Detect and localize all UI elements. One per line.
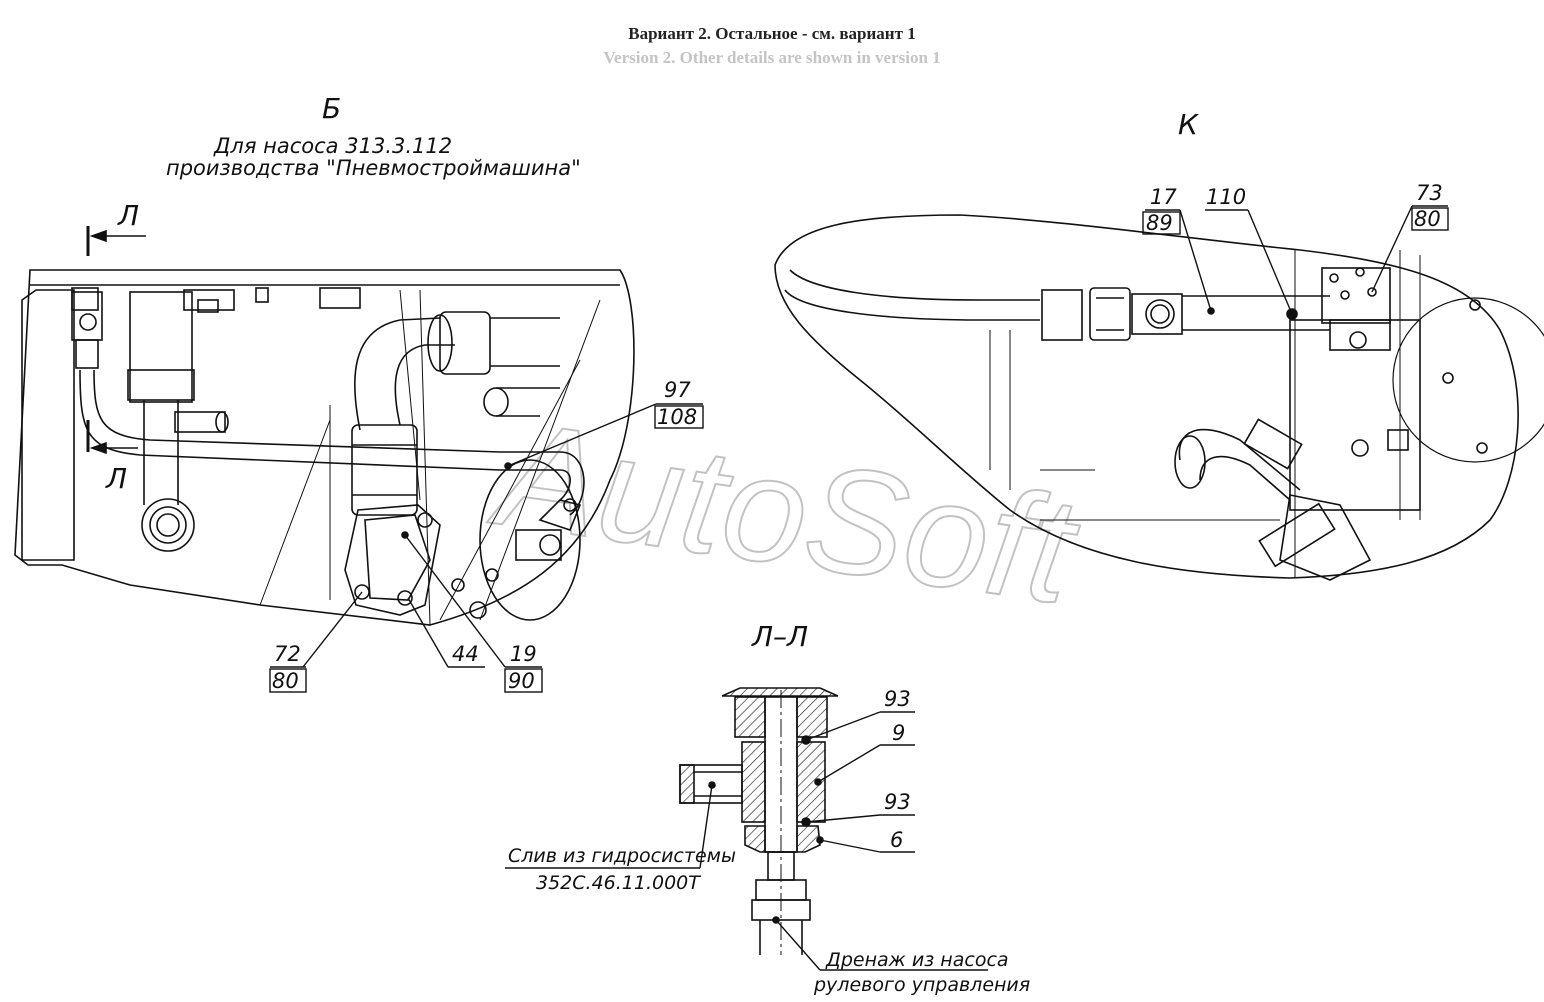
view-b: Б Для насоса 313.3.112 производства "Пне… <box>14 92 635 626</box>
callout-19-90: 19 90 <box>404 534 543 693</box>
callout-93b: 93 <box>805 790 915 823</box>
callout-6-label: 6 <box>890 828 903 852</box>
view-b-label: Б <box>322 92 341 125</box>
note-drain-system: Слив из гидросистемы 352С.46.11.000Т <box>505 784 736 894</box>
note-drain-pump-line2: рулевого управления <box>813 974 1030 996</box>
view-b-note-line1: Для насоса 313.3.112 <box>213 134 452 158</box>
callout-44-label: 44 <box>452 642 479 666</box>
callout-97: 97 <box>664 378 691 402</box>
view-k-label: К <box>1178 108 1199 141</box>
note-drain-system-line1: Слив из гидросистемы <box>508 845 736 867</box>
callout-9: 9 <box>817 721 915 783</box>
callout-72-80: 72 80 <box>269 591 363 693</box>
section-mark-top: Л <box>86 199 146 256</box>
callout-110-label: 110 <box>1206 185 1246 209</box>
callout-90: 90 <box>508 669 535 693</box>
section-mark-bottom-label: Л <box>105 462 127 495</box>
section-mark-top-label: Л <box>117 199 139 232</box>
section-ll-label: Л–Л <box>751 620 808 653</box>
callout-93a: 93 <box>805 687 915 741</box>
callout-17-89: 17 89 <box>1142 185 1212 312</box>
callout-72: 72 <box>274 642 301 666</box>
callout-73-80: 73 80 <box>1371 181 1449 293</box>
view-b-note-line2: производства "Пневмостроймашина" <box>166 156 581 180</box>
header-title-ru: Вариант 2. Остальное - см. вариант 1 <box>628 24 916 43</box>
note-drain-pump: Дренаж из насоса рулевого управления <box>775 919 1030 996</box>
callout-73: 73 <box>1416 181 1443 205</box>
callout-6: 6 <box>819 828 915 853</box>
callout-17: 17 <box>1150 185 1177 209</box>
section-ll: Л–Л <box>679 620 839 955</box>
callout-110: 110 <box>1205 185 1293 315</box>
callout-93a-label: 93 <box>884 687 911 711</box>
callout-97-108: 97 108 <box>507 378 704 467</box>
callout-9-label: 9 <box>892 721 905 745</box>
view-k: К <box>774 108 1544 581</box>
note-drain-pump-line1: Дренаж из насоса <box>825 949 1009 971</box>
callout-44: 44 <box>407 597 485 668</box>
callout-89: 89 <box>1146 211 1173 235</box>
note-drain-system-line2: 352С.46.11.000Т <box>536 872 701 894</box>
callout-19: 19 <box>510 642 537 666</box>
section-mark-bottom: Л <box>86 420 138 495</box>
callout-93b-label: 93 <box>884 790 911 814</box>
callout-80a: 80 <box>272 669 299 693</box>
header-title-en: Version 2. Other details are shown in ve… <box>603 48 941 67</box>
callout-80b: 80 <box>1414 207 1441 231</box>
callout-108: 108 <box>657 405 697 429</box>
